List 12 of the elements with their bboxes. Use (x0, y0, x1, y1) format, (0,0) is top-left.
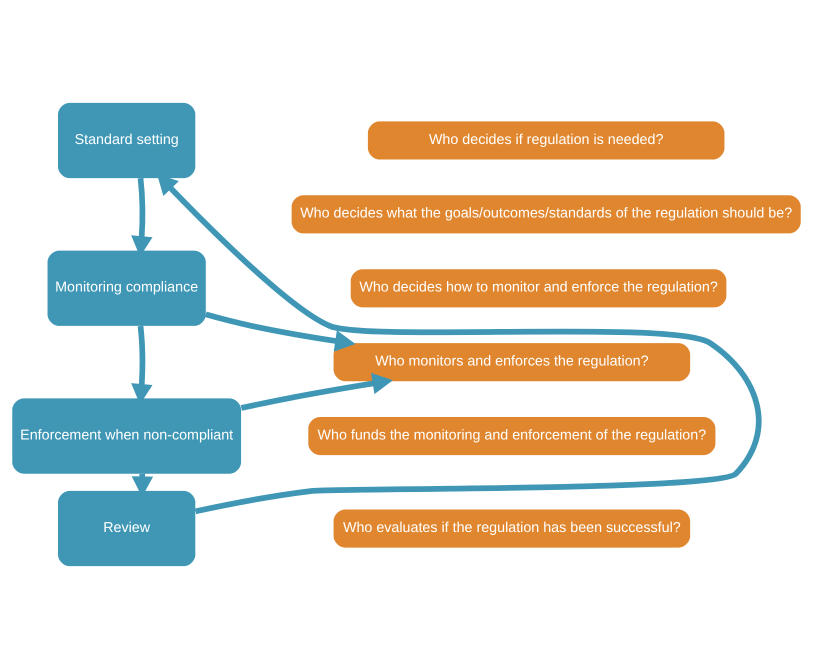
arrow (240, 372, 393, 411)
node-box: Who evaluates if the regulation has been successful? (334, 509, 690, 548)
node-box: Standard setting (58, 102, 196, 178)
node-box: Review (58, 490, 196, 566)
node-box: Who decides what the goals/outcomes/standards of the regulation should be? (292, 195, 801, 234)
node-box: Who monitors and enforces the regulation? (334, 343, 690, 382)
node-box: Monitoring compliance (48, 250, 206, 326)
node-box: Enforcement when non-compliant (12, 398, 242, 474)
node-box: Who funds the monitoring and enforcement of the regulation? (308, 416, 716, 456)
arrow (205, 312, 356, 352)
node-box: Who decides how to monitor and enforce the regulation? (350, 269, 726, 308)
node-box: Who decides if regulation is needed? (368, 121, 724, 160)
